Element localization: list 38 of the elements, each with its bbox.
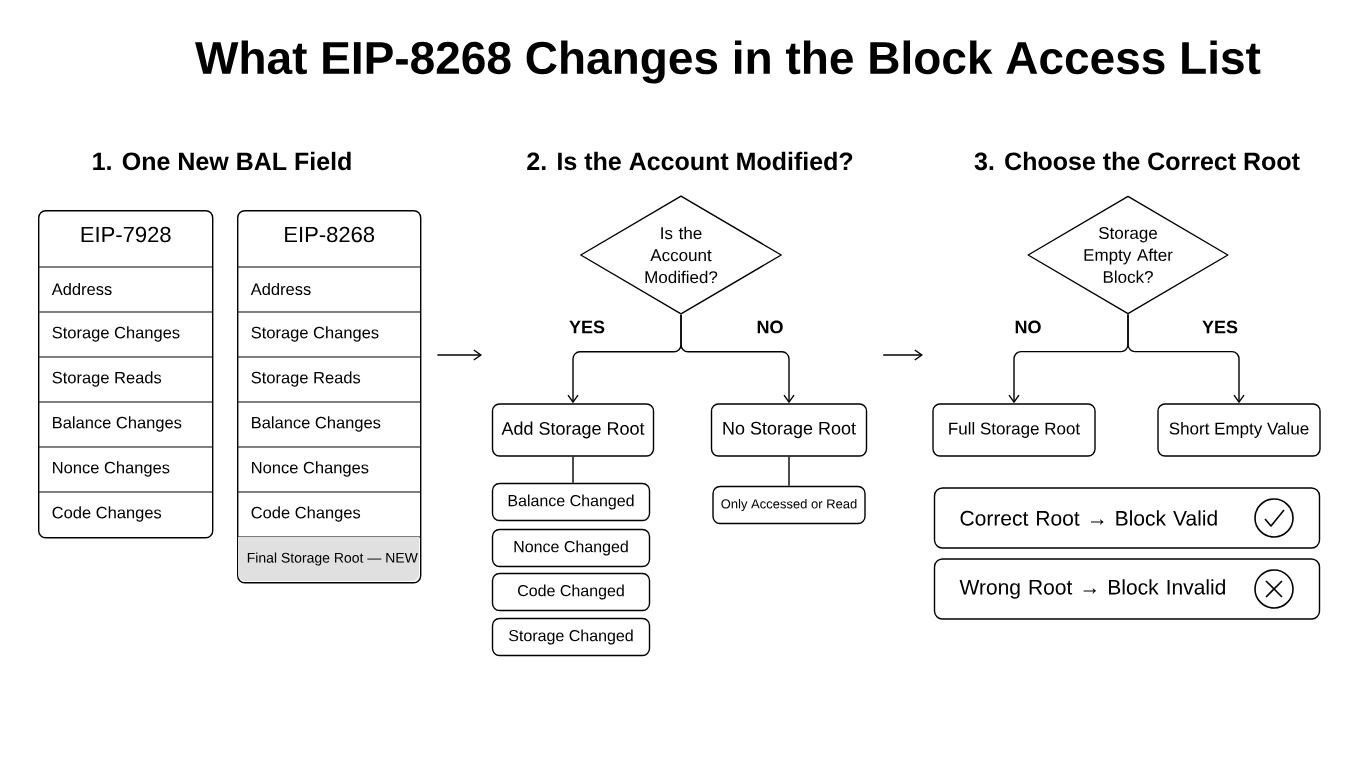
table-row: Nonce Changes: [53, 461, 170, 477]
table-row: Storage Reads: [52, 371, 162, 387]
table-row: Code Changes: [52, 506, 162, 522]
table-row: Code Changes: [251, 506, 361, 522]
title: What EIP-8268 Changes in the Block Access List: [195, 40, 1261, 84]
process-box: Only Accessed or Read: [712, 485, 866, 525]
table-row: Storage Reads: [251, 371, 361, 387]
process-box: Storage Changed: [491, 617, 651, 657]
arrow: [882, 349, 923, 361]
result-box: Correct Root → Block Valid: [933, 487, 1321, 549]
table-row: Storage Changes: [52, 326, 180, 342]
process-box: Code Changed: [491, 572, 651, 612]
arrow: [1127, 313, 1245, 404]
table-row: Final Storage Root — NEW: [238, 537, 419, 581]
section-heading: 2. Is the Account Modified?: [527, 151, 853, 171]
process-box: Short Empty Value: [1157, 403, 1321, 457]
table-row: Storage Changes: [251, 326, 379, 342]
edge-label: YES: [1200, 318, 1240, 336]
result-box: Wrong Root → Block Invalid: [933, 558, 1321, 620]
process-box: Nonce Changed: [491, 528, 651, 568]
table-row: Balance Changes: [252, 416, 381, 432]
connector-line: [788, 456, 790, 487]
table-row: Nonce Changes: [252, 461, 369, 477]
table-row: Address: [51, 282, 112, 296]
connector-line: [572, 456, 574, 484]
section-heading: 1. One New BAL Field: [93, 151, 351, 171]
table-row: Balance Changes: [53, 416, 182, 432]
edge-label: NO: [754, 318, 786, 336]
edge-label: YES: [567, 318, 607, 336]
arrow: [436, 349, 482, 361]
process-box: No Storage Root: [710, 403, 868, 457]
process-box: Full Storage Root: [932, 403, 1096, 457]
section-heading: 3. Choose the Correct Root: [974, 151, 1300, 171]
process-box: Add Storage Root: [491, 403, 655, 457]
arrow: [680, 314, 795, 404]
process-box: Balance Changed: [491, 482, 651, 522]
edge-label: NO: [1012, 318, 1044, 336]
table-row: Address: [250, 282, 311, 296]
